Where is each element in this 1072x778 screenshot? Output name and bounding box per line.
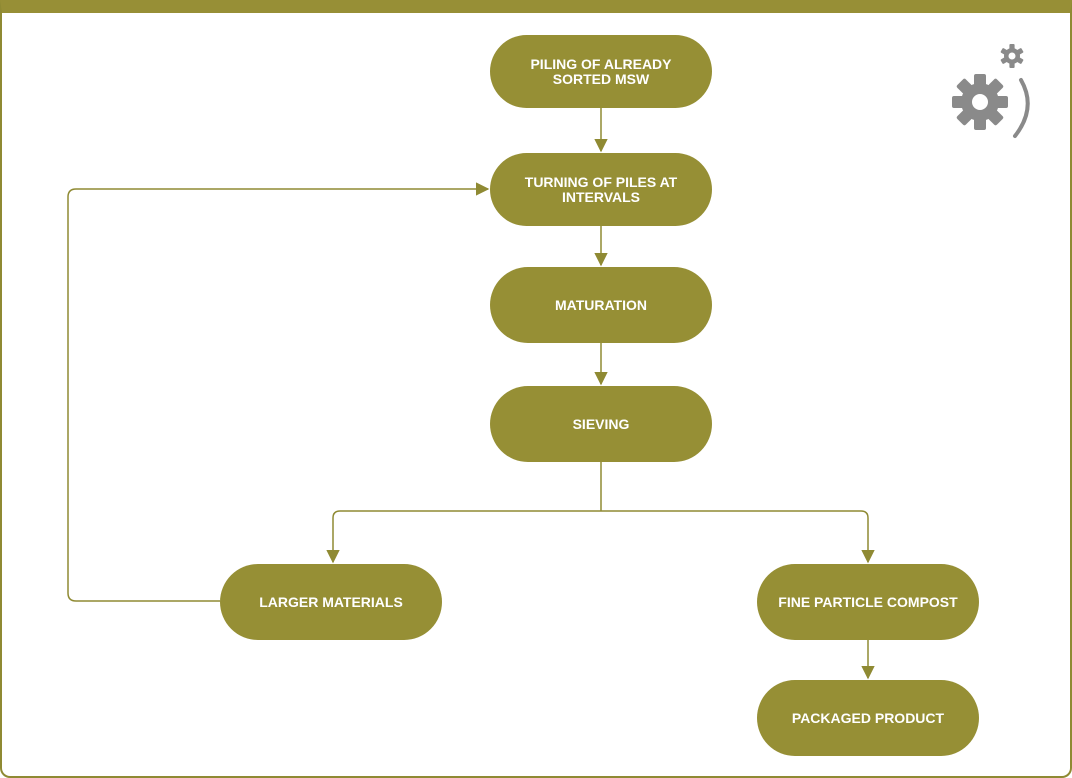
node-fine-particle-compost: FINE PARTICLE COMPOST (757, 564, 979, 640)
node-turning: TURNING OF PILES AT INTERVALS (490, 153, 712, 226)
node-packaged-product-label: PACKAGED PRODUCT (791, 709, 945, 726)
node-sieving: SIEVING (490, 386, 712, 462)
edge-sieving-fine (601, 510, 875, 564)
gears-icon (952, 44, 1030, 138)
node-larger-materials: LARGER MATERIALS (220, 564, 442, 640)
node-packaged-product: PACKAGED PRODUCT (757, 680, 979, 756)
node-maturation: MATURATION (490, 267, 712, 343)
node-turning-label: TURNING OF PILES AT INTERVALS (524, 173, 678, 205)
node-piling: PILING OF ALREADY SORTED MSW (490, 35, 712, 108)
node-larger-materials-label: LARGER MATERIALS (259, 593, 403, 610)
edge-larger-turning (67, 182, 490, 602)
node-sieving-label: SIEVING (572, 415, 630, 432)
node-maturation-label: MATURATION (554, 296, 648, 313)
edge-sieving-larger (326, 510, 601, 564)
node-piling-label: PILING OF ALREADY SORTED MSW (530, 55, 672, 87)
node-fine-particle-compost-label: FINE PARTICLE COMPOST (778, 593, 958, 610)
